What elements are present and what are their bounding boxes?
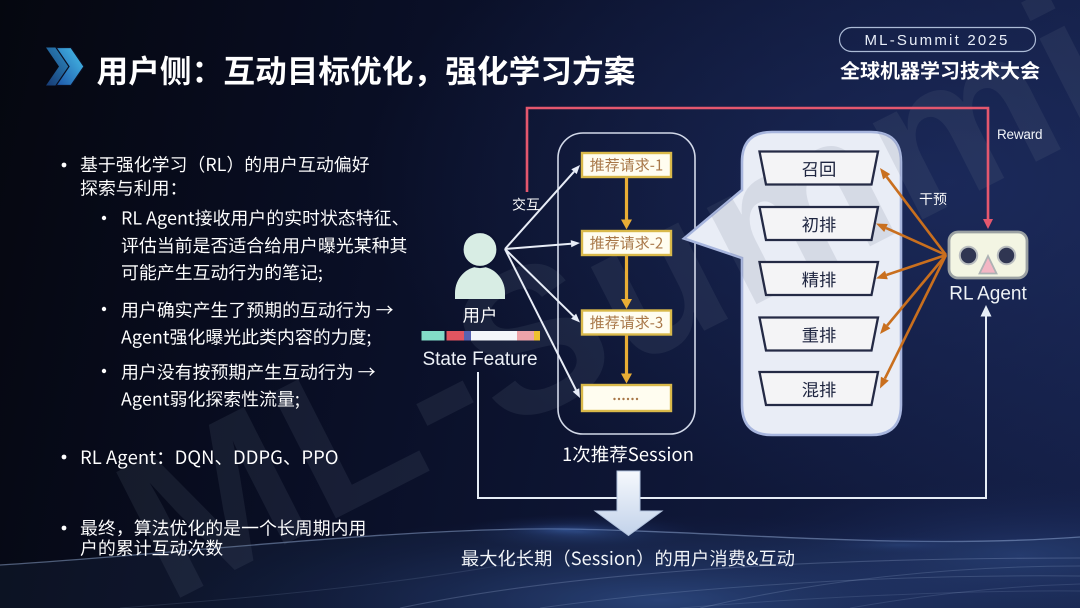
svg-text:State Feature: State Feature <box>422 349 537 370</box>
svg-text:Reward: Reward <box>997 127 1042 142</box>
svg-text:RL Agent: RL Agent <box>949 284 1027 305</box>
svg-text:ML-Summit 2025: ML-Summit 2025 <box>864 32 1009 49</box>
